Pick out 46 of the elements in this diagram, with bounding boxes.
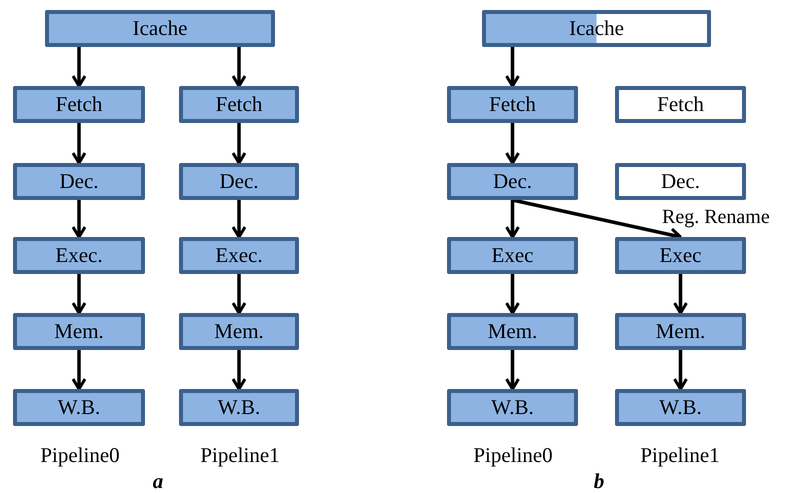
arrow: [72, 200, 86, 238]
arrow: [673, 274, 688, 314]
arrow: [72, 47, 86, 88]
arrow: [505, 350, 520, 390]
panel-letter: b: [594, 469, 604, 493]
stage-box: Dec.: [13, 163, 145, 200]
stage-box: Exec.: [13, 237, 145, 274]
edge-label: Reg. Rename: [662, 207, 770, 227]
stage-box: W.B.: [615, 389, 746, 426]
stage-box: Exec.: [179, 237, 299, 274]
stage-box: Icache: [482, 10, 711, 47]
arrow: [232, 350, 246, 390]
stage-box: Exec: [615, 237, 746, 274]
panel-letter: a: [152, 469, 164, 493]
stage-box: Mem.: [447, 313, 578, 350]
stage-box: Mem.: [13, 313, 145, 350]
arrow: [72, 123, 86, 164]
stage-box: W.B.: [447, 389, 578, 426]
pipeline-label: Pipeline1: [640, 443, 720, 468]
arrow: [232, 274, 246, 314]
stage-box: Exec: [447, 237, 578, 274]
stage-box: W.B.: [13, 389, 145, 426]
pipeline-label: Pipeline0: [473, 443, 553, 468]
stage-box: W.B.: [179, 389, 299, 426]
stage-box: Fetch: [615, 86, 746, 123]
arrow: [232, 47, 246, 88]
stage-box: Fetch: [13, 86, 145, 123]
arrow: [505, 123, 520, 164]
stage-box: Dec.: [615, 163, 746, 200]
stage-box: Mem.: [615, 313, 746, 350]
stage-box: Icache: [45, 10, 275, 47]
pipeline-label: Pipeline1: [200, 443, 280, 468]
arrow: [232, 200, 246, 238]
arrow: [505, 47, 520, 88]
arrow: [72, 274, 86, 314]
stage-box: Mem.: [179, 313, 299, 350]
stage-box: Dec.: [447, 163, 578, 200]
stage-box: Dec.: [179, 163, 299, 200]
stage-box: Fetch: [179, 86, 299, 123]
stage-box: Fetch: [447, 86, 578, 123]
arrow: [673, 350, 688, 390]
arrow: [232, 123, 246, 164]
pipeline-label: Pipeline0: [40, 443, 120, 468]
arrow: [505, 200, 520, 238]
arrow: [72, 350, 86, 390]
arrow: [505, 274, 520, 314]
